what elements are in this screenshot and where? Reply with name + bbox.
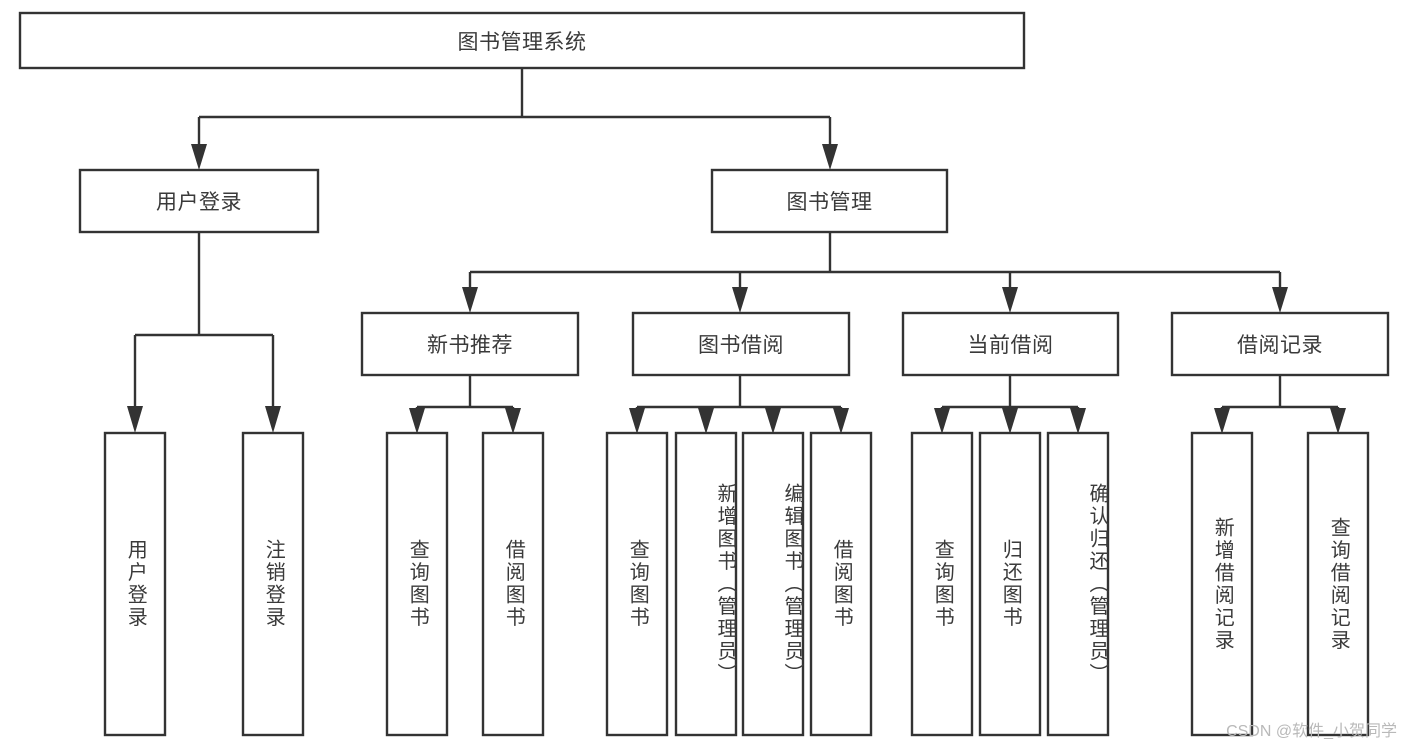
connector-group-book-borrow (629, 375, 849, 434)
arrow-head-borrow-record (1272, 287, 1288, 313)
node-box-user-login[interactable] (78, 168, 320, 234)
node-box-leaf-query-record[interactable] (1306, 431, 1370, 737)
arrow-head-leaf-return-book (1002, 408, 1018, 434)
arrow-head-leaf-query-record (1330, 408, 1346, 434)
connector-group-current-borrow (934, 375, 1086, 434)
node-box-book-manage[interactable] (710, 168, 949, 234)
connector-group-user-login (127, 232, 281, 433)
node-box-leaf-logout[interactable] (241, 431, 305, 737)
node-box-book-borrow[interactable] (631, 311, 851, 377)
node-box-current-borrow[interactable] (901, 311, 1120, 377)
node-box-leaf-add-book[interactable] (674, 431, 738, 737)
arrow-head-current-borrow (1002, 287, 1018, 313)
arrow-head-new-book-rec (462, 287, 478, 313)
node-box-root[interactable] (18, 11, 1026, 70)
arrow-head-leaf-cur-query (934, 408, 950, 434)
connector-group-root (191, 68, 838, 170)
node-box-leaf-return-book[interactable] (978, 431, 1042, 737)
node-box-leaf-borrow-book[interactable] (809, 431, 873, 737)
arrow-head-leaf-confirm-return (1070, 408, 1086, 434)
node-box-leaf-borrow-query[interactable] (605, 431, 669, 737)
arrow-head-book-borrow (732, 287, 748, 313)
node-box-leaf-user-login[interactable] (103, 431, 167, 737)
node-box-borrow-record[interactable] (1170, 311, 1390, 377)
arrow-head-leaf-logout (265, 406, 281, 433)
node-box-leaf-confirm-return[interactable] (1046, 431, 1110, 737)
node-box-leaf-rec-borrow[interactable] (481, 431, 545, 737)
node-box-leaf-add-record[interactable] (1190, 431, 1254, 737)
arrow-head-leaf-add-book (698, 408, 714, 434)
arrow-head-leaf-user-login (127, 406, 143, 433)
arrow-head-leaf-borrow-query (629, 408, 645, 434)
node-box-leaf-edit-book[interactable] (741, 431, 805, 737)
connector-group-book-manage (462, 232, 1288, 313)
arrow-head-leaf-edit-book (765, 408, 781, 434)
node-box-leaf-rec-query[interactable] (385, 431, 449, 737)
node-box-new-book-rec[interactable] (360, 311, 580, 377)
arrow-head-user-login (191, 144, 207, 170)
connector-group-borrow-record (1214, 375, 1346, 434)
arrow-head-leaf-add-record (1214, 408, 1230, 434)
node-box-leaf-cur-query[interactable] (910, 431, 974, 737)
arrow-head-book-manage (822, 144, 838, 170)
arrow-head-leaf-borrow-book (833, 408, 849, 434)
connector-group-new-book-rec (409, 375, 521, 434)
arrow-head-leaf-rec-borrow (505, 408, 521, 434)
arrow-head-leaf-rec-query (409, 408, 425, 434)
